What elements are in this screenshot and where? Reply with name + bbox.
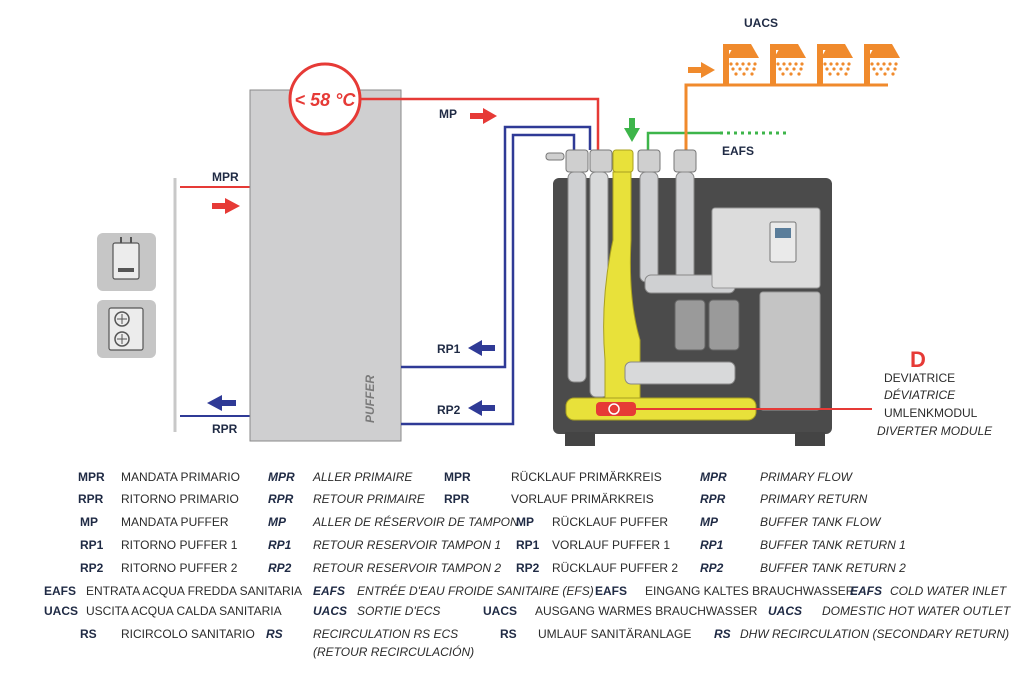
rpr-label: RPR bbox=[212, 422, 238, 436]
svg-text:< 58 °C: < 58 °C bbox=[295, 90, 357, 110]
diverter-line-fr: DÉVIATRICE bbox=[884, 387, 956, 402]
rpr-arrow-icon bbox=[207, 395, 236, 411]
shower-icons bbox=[723, 44, 900, 85]
uacs-arrow-icon bbox=[688, 62, 715, 78]
rp1-label: RP1 bbox=[437, 342, 461, 356]
diverter-module bbox=[545, 149, 832, 446]
eafs-label: EAFS bbox=[722, 144, 754, 158]
rp2-pipe bbox=[401, 133, 576, 426]
heat-pump-icon bbox=[97, 300, 156, 358]
eafs-arrow-icon bbox=[624, 118, 640, 142]
hydraulic-diagram: MPR RPR PUFFER < 58 °C MP RP1 RP2 EAFS U… bbox=[97, 16, 993, 446]
diverter-letter: D bbox=[910, 347, 926, 372]
uacs-pipe bbox=[684, 83, 888, 150]
mpr-label: MPR bbox=[212, 170, 239, 184]
diverter-line-en: DIVERTER MODULE bbox=[877, 424, 993, 438]
temperature-badge: < 58 °C bbox=[288, 62, 362, 136]
mp-label: MP bbox=[439, 107, 457, 121]
rp2-arrow-icon bbox=[468, 400, 495, 416]
mpr-arrow-icon bbox=[212, 198, 240, 214]
boiler-icon bbox=[97, 233, 156, 291]
rp1-arrow-icon bbox=[468, 340, 495, 356]
mp-pipe bbox=[360, 97, 600, 150]
diverter-marker bbox=[608, 403, 620, 415]
puffer-label: PUFFER bbox=[363, 375, 377, 423]
eafs-pipe bbox=[646, 131, 720, 150]
mp-arrow-icon bbox=[470, 108, 497, 124]
diverter-line-it: DEVIATRICE bbox=[884, 371, 955, 385]
uacs-label: UACS bbox=[744, 16, 778, 30]
diverter-line-de: UMLENKMODUL bbox=[884, 406, 978, 420]
rp2-label: RP2 bbox=[437, 403, 461, 417]
puffer-tank bbox=[249, 89, 402, 442]
rp1-pipe bbox=[401, 125, 592, 369]
